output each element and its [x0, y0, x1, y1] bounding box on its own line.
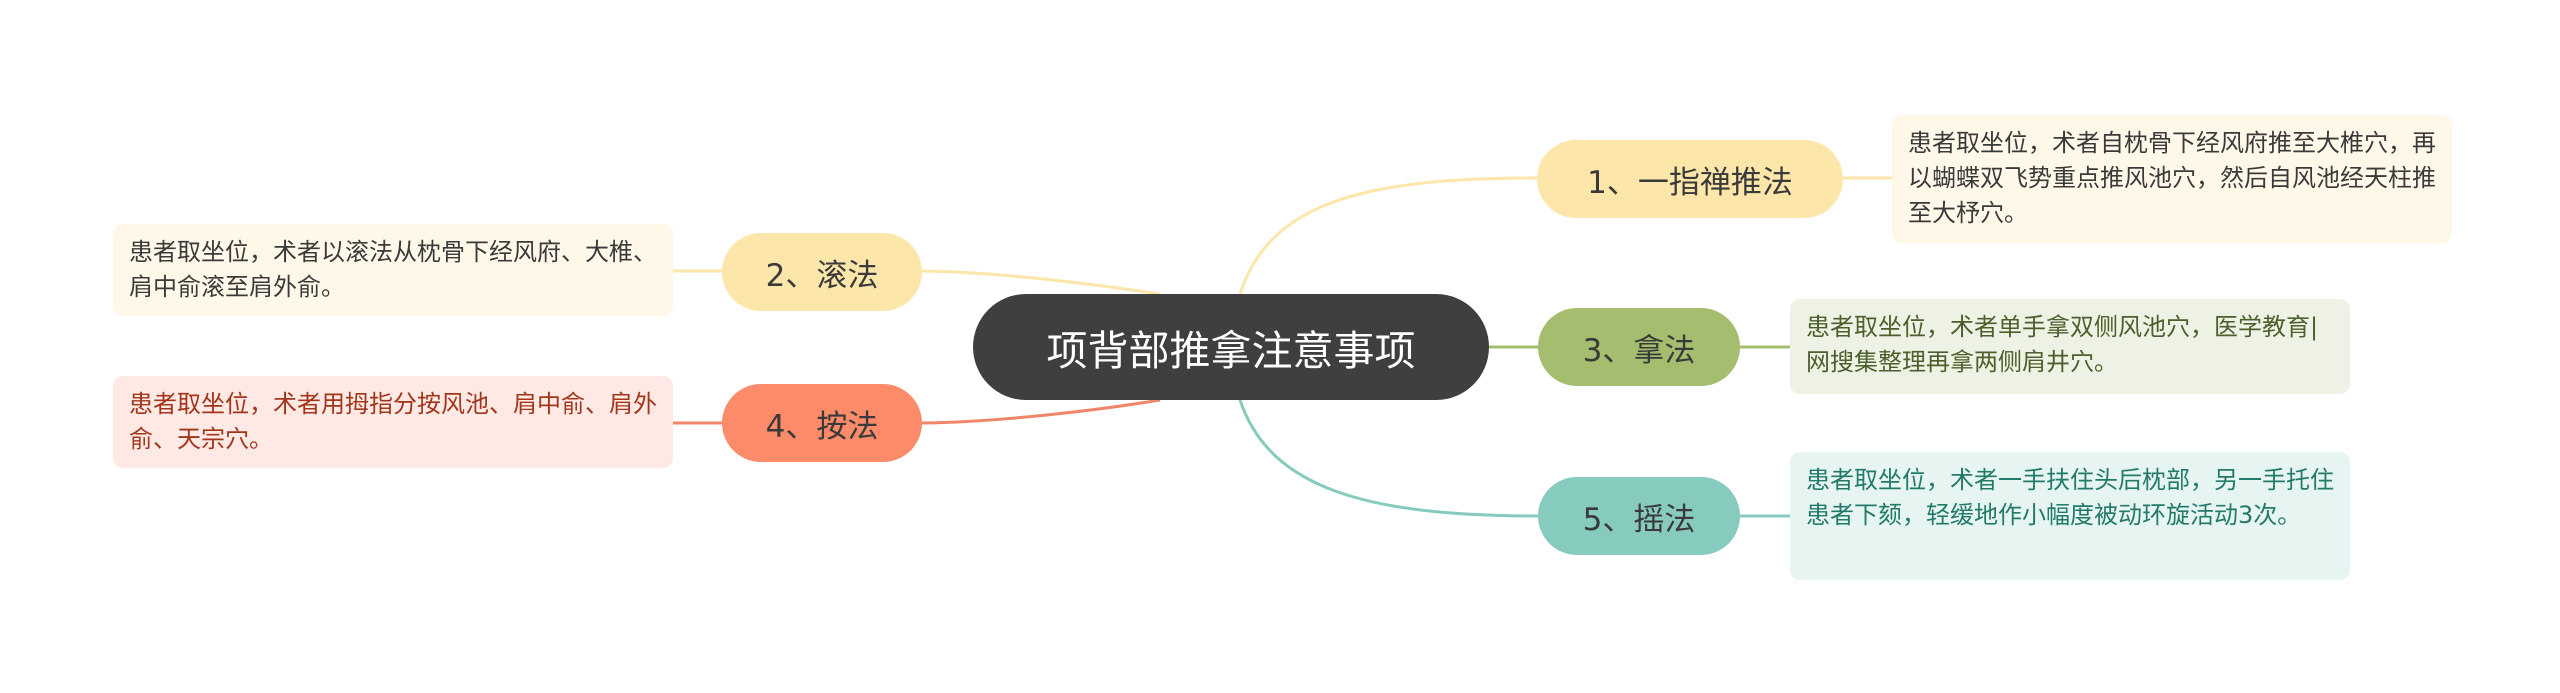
branch-topic-4[interactable]: 4、按法: [722, 384, 922, 462]
branch-topic-5[interactable]: 5、摇法: [1538, 477, 1740, 555]
connector-root-branch-2: [921, 269, 1161, 296]
detail-note-4[interactable]: 患者取坐位，术者用拇指分按风池、肩中俞、肩外俞、天宗穴。: [113, 376, 673, 468]
root-topic[interactable]: 项背部推拿注意事项: [973, 294, 1489, 400]
root-topic-label: 项背部推拿注意事项: [1046, 327, 1416, 375]
branch-topic-4-label: 4、按法: [765, 408, 879, 445]
connector-root-branch-1: [1238, 176, 1538, 295]
branch-topic-3-label: 3、拿法: [1582, 332, 1696, 369]
detail-note-2[interactable]: 患者取坐位，术者以滚法从枕骨下经风府、大椎、肩中俞滚至肩外俞。: [113, 224, 673, 316]
detail-note-1[interactable]: 患者取坐位，术者自枕骨下经风府推至大椎穴，再以蝴蝶双飞势重点推风池穴，然后自风池…: [1892, 115, 2452, 243]
detail-note-3[interactable]: 患者取坐位，术者单手拿双侧风池穴，医学教育|网搜集整理再拿两侧肩井穴。: [1790, 299, 2350, 394]
connector-root-branch-5: [1238, 399, 1539, 518]
branch-topic-2-label: 2、滚法: [765, 257, 879, 294]
branch-topic-5-label: 5、摇法: [1582, 501, 1696, 538]
branch-topic-3[interactable]: 3、拿法: [1538, 308, 1740, 386]
branch-topic-1[interactable]: 1、一指禅推法: [1537, 140, 1843, 218]
detail-note-5[interactable]: 患者取坐位，术者一手扶住头后枕部，另一手托住患者下颏，轻缓地作小幅度被动环旋活动…: [1790, 452, 2350, 580]
connector-root-branch-4: [921, 398, 1161, 425]
branch-topic-1-label: 1、一指禅推法: [1587, 164, 1793, 201]
branch-topic-2[interactable]: 2、滚法: [722, 233, 922, 311]
